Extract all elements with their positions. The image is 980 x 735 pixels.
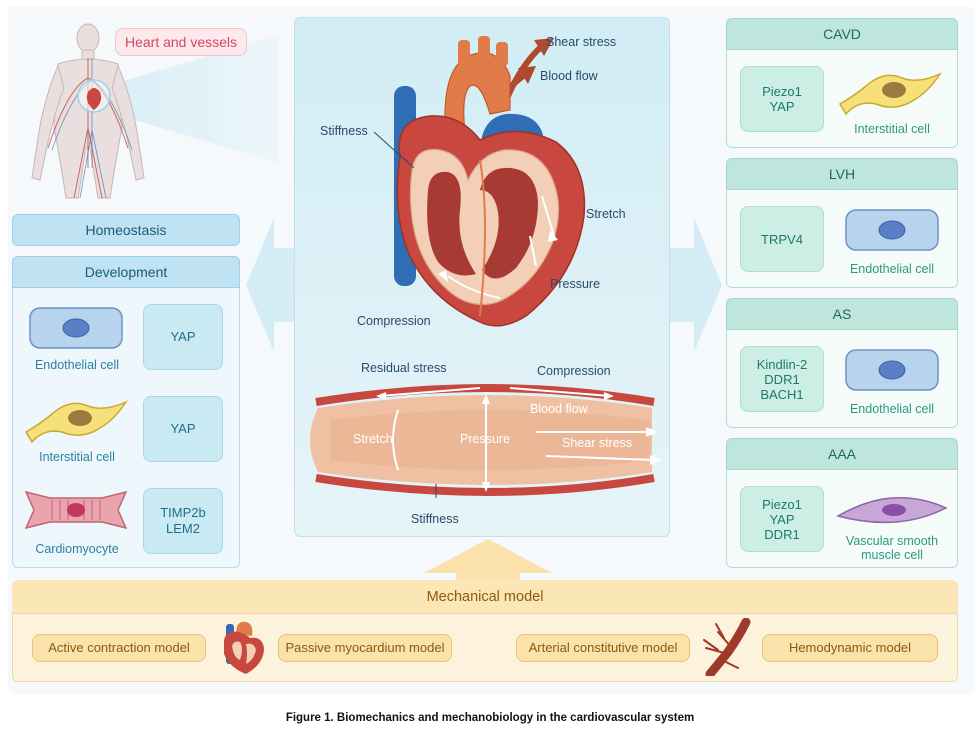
homeostasis-header: Homeostasis <box>12 214 240 246</box>
model-pill-active-contraction: Active contraction model <box>32 634 206 662</box>
human-body-illustration <box>31 23 278 199</box>
cardiomyocyte-icon <box>24 490 128 530</box>
model-pill-hemodynamic: Hemodynamic model <box>762 634 938 662</box>
mechanical-model-header: Mechanical model <box>12 580 958 614</box>
heart-label-stretch: Stretch <box>586 207 626 221</box>
heart-and-vessels-callout: Heart and vessels <box>115 28 247 56</box>
dev-cell-label-3: Cardiomyocyte <box>35 542 119 556</box>
dev-gene-text-3: TIMP2b LEM2 <box>160 505 206 536</box>
cavd-header: CAVD <box>726 18 958 50</box>
vessel-label-stiffness: Stiffness <box>411 512 459 526</box>
as-endothelial-cell-icon <box>845 349 939 391</box>
model-pill-passive-myocardium: Passive myocardium model <box>278 634 452 662</box>
artery-branch-icon <box>703 618 751 676</box>
vessel-label-stretch: Stretch <box>353 432 393 446</box>
vessel-label-compression: Compression <box>537 364 611 378</box>
cavd-interstitial-cell-icon <box>838 72 943 116</box>
cavd-gene-text: Piezo1 YAP <box>762 84 802 114</box>
aaa-cell-label: Vascular smooth muscle cell <box>845 534 939 562</box>
lvh-header: LVH <box>726 158 958 190</box>
dev-cell-label-1: Endothelial cell <box>34 358 120 372</box>
right-arrow-shape <box>670 218 722 352</box>
interstitial-cell-icon <box>24 400 129 444</box>
dev-gene-card-3: TIMP2b LEM2 <box>143 488 223 554</box>
aaa-gene-card: Piezo1 YAP DDR1 <box>740 486 824 552</box>
model-pill-arterial-constitutive: Arterial constitutive model <box>516 634 690 662</box>
heart-label-pressure: Pressure <box>550 277 601 291</box>
heart-label-compression: Compression <box>357 314 431 328</box>
dev-cell-label-2: Interstitial cell <box>39 450 115 464</box>
small-heart-icon <box>224 621 264 674</box>
aaa-header: AAA <box>726 438 958 470</box>
as-gene-text: Kindlin-2 DDR1 BACH1 <box>756 356 808 402</box>
vessel-label-pressure: Pressure <box>460 432 511 446</box>
lvh-gene-text: TRPV4 <box>761 231 803 247</box>
dev-gene-card-1: YAP <box>143 304 223 370</box>
aaa-smooth-muscle-cell-icon <box>836 496 948 524</box>
heart-label-blood-flow: Blood flow <box>540 69 598 83</box>
left-arrow-shape <box>246 218 298 352</box>
figure-caption: Figure 1. Biomechanics and mechanobiolog… <box>285 712 695 724</box>
dev-gene-card-2: YAP <box>143 396 223 462</box>
cavd-gene-card: Piezo1 YAP <box>740 66 824 132</box>
heart-label-stiffness: Stiffness <box>320 124 368 138</box>
vessel-label-shear-stress: Shear stress <box>562 436 633 450</box>
heart-label-shear-stress: Shear stress <box>546 35 617 49</box>
as-header: AS <box>726 298 958 330</box>
development-header: Development <box>12 256 240 288</box>
lvh-cell-label: Endothelial cell <box>849 262 935 276</box>
aaa-gene-text: Piezo1 YAP DDR1 <box>762 496 802 542</box>
cavd-cell-label: Interstitial cell <box>854 122 930 136</box>
vessel-illustration <box>310 384 662 498</box>
as-cell-label: Endothelial cell <box>849 402 935 416</box>
vessel-label-residual-stress: Residual stress <box>361 361 447 375</box>
dev-gene-text-2: YAP <box>170 421 196 436</box>
lvh-gene-card: TRPV4 <box>740 206 824 272</box>
as-gene-card: Kindlin-2 DDR1 BACH1 <box>740 346 824 412</box>
endothelial-cell-icon <box>29 307 123 349</box>
vessel-label-blood-flow: Blood flow <box>530 402 588 416</box>
lvh-endothelial-cell-icon <box>845 209 939 251</box>
heart-illustration <box>373 36 586 327</box>
up-arrow-shape <box>424 539 552 581</box>
dev-gene-text-1: YAP <box>170 329 196 344</box>
